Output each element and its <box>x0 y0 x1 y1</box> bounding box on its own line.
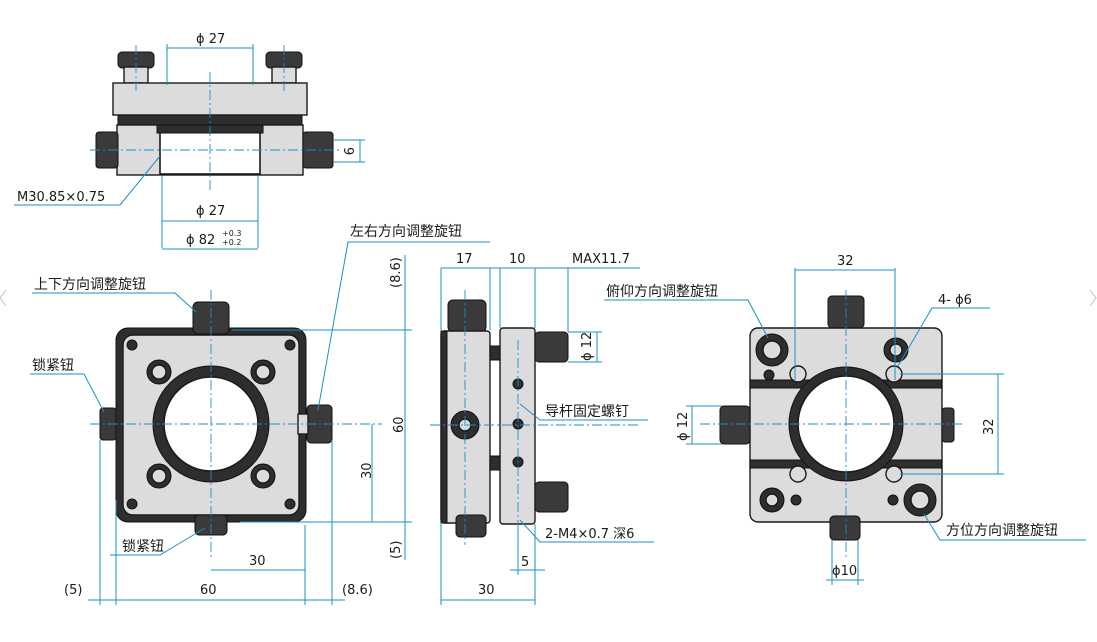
leader-thread <box>14 155 161 206</box>
dim-front-60-vertical: 60 <box>392 416 407 433</box>
dim-front-30-vertical: 30 <box>360 462 375 479</box>
next-arrow-icon[interactable] <box>1089 289 1097 307</box>
dim-side-5: 5 <box>521 555 529 570</box>
dim-top-phi27-top: ϕ 27 <box>196 32 225 47</box>
side-top-knob <box>447 299 487 333</box>
label-pitch-knob: 俯仰方向调整旋钮 <box>606 284 718 300</box>
dim-front-8-6-horizontal: (8.6) <box>342 583 373 598</box>
back-left-knob <box>719 405 751 445</box>
label-tapped-holes: 2-M4×0.7 深6 <box>545 527 634 542</box>
dim-top-phi27-bottom: ϕ 27 <box>196 204 225 219</box>
prev-arrow-icon[interactable] <box>0 289 7 307</box>
dim-side-max: MAX11.7 <box>572 252 630 267</box>
dim-back-phi10: ϕ10 <box>832 564 857 579</box>
dim-side-30: 30 <box>478 583 495 598</box>
side-upper-knob <box>534 331 569 363</box>
side-view: 17 10 MAX11.7 ϕ 12 5 30 导杆固定螺钉 2-M4×0.7 … <box>430 252 654 605</box>
label-lock-knob-bottom: 锁紧钮 <box>122 539 164 555</box>
dim-back-32-vertical: 32 <box>982 418 997 435</box>
label-guide-screw: 导杆固定螺钉 <box>545 404 629 420</box>
dim-front-30-horizontal: 30 <box>249 554 266 569</box>
back-right-knob <box>941 407 955 443</box>
dim-top-phi82-tol-lower: +0.2 <box>222 238 241 247</box>
side-lower-knob <box>534 481 569 513</box>
dim-front-5-horizontal: (5) <box>64 583 82 598</box>
front-view: (8.6) 60 (5) 30 30 (5) 60 (8.6) 上下方向调整旋钮… <box>30 224 490 605</box>
dim-side-phi12: ϕ 12 <box>580 332 595 361</box>
dim-front-60-horizontal: 60 <box>200 583 217 598</box>
label-lock-knob-left: 锁紧钮 <box>32 358 74 374</box>
dim-top-phi82-tol-upper: +0.3 <box>222 229 241 238</box>
dim-front-5-vertical: (5) <box>389 541 404 559</box>
dim-front-8-6-top: (8.6) <box>389 257 404 288</box>
top-view: ϕ 27 ϕ 27 ϕ 82 +0.3 +0.2 9 M30.85×0.75 <box>14 32 365 250</box>
dim-top-phi82: ϕ 82 <box>186 233 215 248</box>
dim-top-9: 9 <box>340 147 355 155</box>
label-holes-4x: 4- ϕ6 <box>938 293 972 308</box>
back-bottom-knob <box>829 515 861 541</box>
dim-back-32-horizontal: 32 <box>837 254 854 269</box>
back-view: 32 32 ϕ 12 ϕ10 俯仰方向调整旋钮 4- ϕ6 方位方向调整旋钮 <box>604 254 1086 585</box>
dim-back-phi12: ϕ 12 <box>676 412 691 441</box>
label-leftright-knob: 左右方向调整旋钮 <box>350 224 462 240</box>
dim-side-10: 10 <box>509 252 526 267</box>
dim-side-17: 17 <box>456 252 473 267</box>
label-updown-knob: 上下方向调整旋钮 <box>34 277 146 293</box>
side-bottom-knob <box>455 514 487 538</box>
label-azimuth-knob: 方位方向调整旋钮 <box>946 523 1058 539</box>
label-thread-spec: M30.85×0.75 <box>17 190 105 205</box>
